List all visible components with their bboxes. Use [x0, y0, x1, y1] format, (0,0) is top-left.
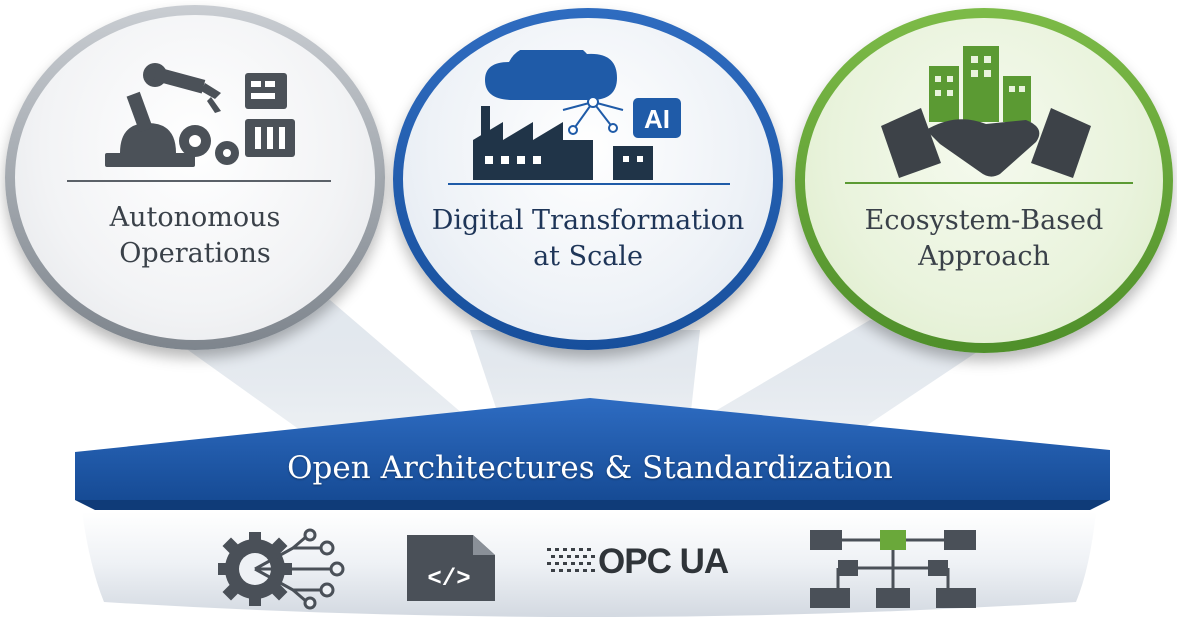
- code-glyph: </>: [427, 566, 470, 593]
- pillar-label-line: Ecosystem-Based: [864, 205, 1104, 236]
- code-file-icon: </>: [407, 535, 495, 601]
- handshake-buildings-icon: [881, 46, 1091, 178]
- digital-transformation-circle: AI Digital Transformation at Scale: [393, 8, 783, 350]
- pillar-label-line: at Scale: [533, 241, 643, 272]
- divider-line: [67, 180, 331, 182]
- banner-roof: [75, 398, 1110, 500]
- ecosystem-approach-circle: Ecosystem-Based Approach: [795, 8, 1173, 353]
- opc-ua-logo: OPC UA: [598, 542, 729, 581]
- divider-line: [845, 182, 1133, 184]
- pillar-label-line: Autonomous: [109, 202, 281, 233]
- pillar-label-line: Approach: [918, 241, 1050, 272]
- cloud-ai-factory-icon: AI: [473, 50, 681, 180]
- divider-line: [448, 183, 730, 185]
- opc-ua-dots-icon: [547, 548, 595, 572]
- hierarchy-diagram-icon: [810, 530, 976, 608]
- pillar-label: Digital Transformation at Scale: [413, 203, 763, 275]
- gear-network-icon: [218, 528, 345, 610]
- svg-text:AI: AI: [644, 104, 670, 134]
- robot-arm-factory-icon: [105, 63, 295, 167]
- pillar-label: Autonomous Operations: [45, 200, 345, 272]
- pillar-label: Ecosystem-Based Approach: [825, 203, 1143, 275]
- pillar-label-line: Digital Transformation: [431, 205, 745, 236]
- pillar-label-line: Operations: [119, 238, 271, 269]
- foundation-title: Open Architectures & Standardization: [287, 450, 893, 486]
- autonomous-operations-circle: Autonomous Operations: [5, 5, 385, 350]
